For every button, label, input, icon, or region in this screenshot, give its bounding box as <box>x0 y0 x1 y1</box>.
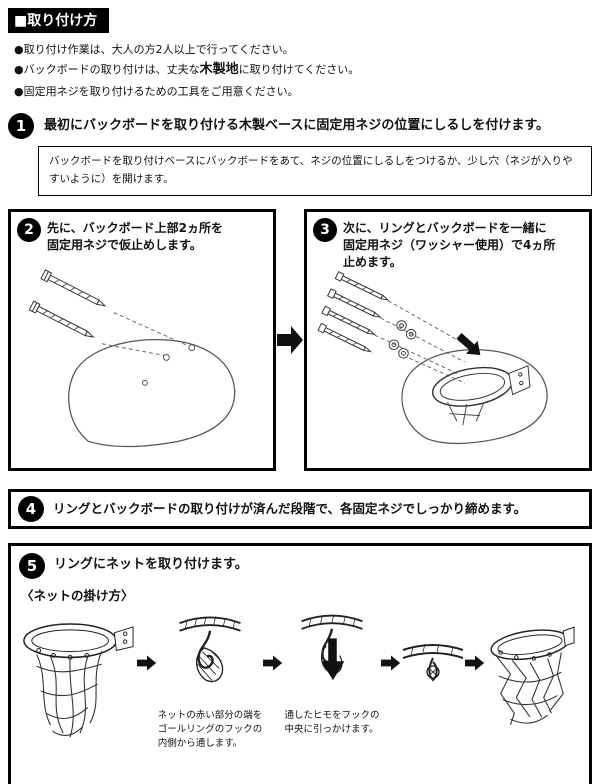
screw-icon <box>40 268 107 307</box>
ring-and-loose-net-illustration <box>23 623 134 738</box>
guide-lines <box>374 300 473 384</box>
figure-pull-cord: 通したヒモをフックの 中央に引っかけます。 <box>283 606 381 738</box>
ring-with-bracket <box>431 365 531 426</box>
figure-thread-hook: ネットの赤い部分の端を ゴールリングのフックの 内側から通します。 <box>157 606 263 752</box>
wood-emphasis: 木製地 <box>199 62 239 78</box>
net-howto-heading: 〈ネットの掛け方〉 <box>21 587 134 603</box>
flow-arrow <box>465 654 485 672</box>
note-line: ●バックボードの取り付けは、丈夫な木製地に取り付けてください。 <box>14 59 592 82</box>
net-steps-row: ネットの赤い部分の端を ゴールリングのフックの 内側から通します。 <box>19 606 581 756</box>
step2-title: 先に、バックボード上部2ヵ所を 固定用ネジで仮止めします。 <box>47 220 223 252</box>
note-text: バックボードの取り付けは、丈夫な <box>23 63 200 77</box>
flow-arrow <box>263 654 283 672</box>
figure-ring-net-start <box>19 606 137 756</box>
right-arrow-icon <box>263 655 283 671</box>
note-text: 固定用ネジを取り付けるための工具をご用意ください。 <box>23 85 299 98</box>
backboard-outline <box>401 349 548 445</box>
note-line: ●固定用ネジを取り付けるための工具をご用意ください。 <box>14 82 592 101</box>
note-text: 取り付け作業は、大人の方2人以上で行ってください。 <box>23 43 294 56</box>
right-arrow-icon <box>277 325 303 354</box>
figure-knot-done <box>401 636 465 692</box>
bullet-icon: ● <box>14 85 24 98</box>
step3-number-badge: 3 <box>313 217 337 242</box>
down-arrow-icon <box>321 638 345 681</box>
step3-illustration <box>317 271 548 445</box>
step1-number-badge: 1 <box>8 113 34 140</box>
bullet-icon: ● <box>14 63 24 77</box>
cord-knot-illustration <box>402 643 464 682</box>
step-flow-arrow <box>276 324 304 356</box>
step4-number-badge: 4 <box>18 495 44 522</box>
step2-number-badge: 2 <box>17 217 41 242</box>
step4-title: リングとバックボードの取り付けが済んだ段階で、各固定ネジでしっかり締めます。 <box>53 500 527 516</box>
step1-title: 最初にバックボードを取り付ける木製ベースに固定用ネジの位置にしるしを付けます。 <box>44 117 550 133</box>
hook-pull-illustration <box>301 614 363 681</box>
figure-finished-net <box>485 614 575 740</box>
step2-box: 2 先に、バックボード上部2ヵ所を 固定用ネジで仮止めします。 <box>8 208 276 471</box>
hook-thread-illustration <box>179 616 241 683</box>
step1-note-box: バックボードを取り付けベースにバックボードをあて、ネジの位置にしるしをつけるか、… <box>38 146 592 196</box>
step3-title: 次に、リングとバックボードを一緒に 固定用ネジ（ワッシャー使用）で4ヵ所 止めま… <box>343 220 556 269</box>
right-arrow-icon <box>465 655 485 671</box>
page-title: ■取り付け方 <box>8 8 110 33</box>
step2-header: 2 先に、バックボード上部2ヵ所を 固定用ネジで仮止めします。 <box>17 217 267 254</box>
right-arrow-icon <box>137 655 157 671</box>
step4-bar: 4 リングとバックボードの取り付けが済んだ段階で、各固定ネジでしっかり締めます。 <box>8 488 592 529</box>
step2-illustration <box>28 268 236 447</box>
flow-arrow <box>137 654 157 672</box>
step5-number-badge: 5 <box>19 552 45 579</box>
steps-2-3-row: 2 先に、バックボード上部2ヵ所を 固定用ネジで仮止めします。 <box>8 208 592 471</box>
net-caption-1: ネットの赤い部分の端を ゴールリングのフックの 内側から通します。 <box>157 709 263 750</box>
washers-group <box>388 320 417 359</box>
step3-header: 3 次に、リングとバックボードを一緒に 固定用ネジ（ワッシャー使用）で4ヵ所 止… <box>313 217 583 270</box>
step5-header: 5 リングにネットを取り付けます。 <box>19 552 581 579</box>
step1-header: 1 最初にバックボードを取り付ける木製ベースに固定用ネジの位置にしるしを付けます… <box>8 113 592 140</box>
precaution-list: ●取り付け作業は、大人の方2人以上で行ってください。 ●バックボードの取り付けは… <box>14 40 592 101</box>
note-text: に取り付けてください。 <box>238 63 360 77</box>
step3-box: 3 次に、リングとバックボードを一緒に 固定用ネジ（ワッシャー使用）で4ヵ所 止… <box>304 208 592 471</box>
net-caption-2: 通したヒモをフックの 中央に引っかけます。 <box>284 709 380 736</box>
finished-ring-net-illustration <box>490 626 575 726</box>
right-arrow-icon <box>381 655 401 671</box>
step5-title: リングにネットを取り付けます。 <box>54 557 248 573</box>
step5-box: 5 リングにネットを取り付けます。 〈ネットの掛け方〉 <box>8 542 592 784</box>
insert-arrow-icon <box>456 333 481 356</box>
bullet-icon: ● <box>14 43 24 56</box>
screws-group <box>317 271 390 353</box>
screw-icon <box>28 300 95 338</box>
backboard-outline <box>68 338 236 447</box>
note-line: ●取り付け作業は、大人の方2人以上で行ってください。 <box>14 40 592 59</box>
flow-arrow <box>381 654 401 672</box>
